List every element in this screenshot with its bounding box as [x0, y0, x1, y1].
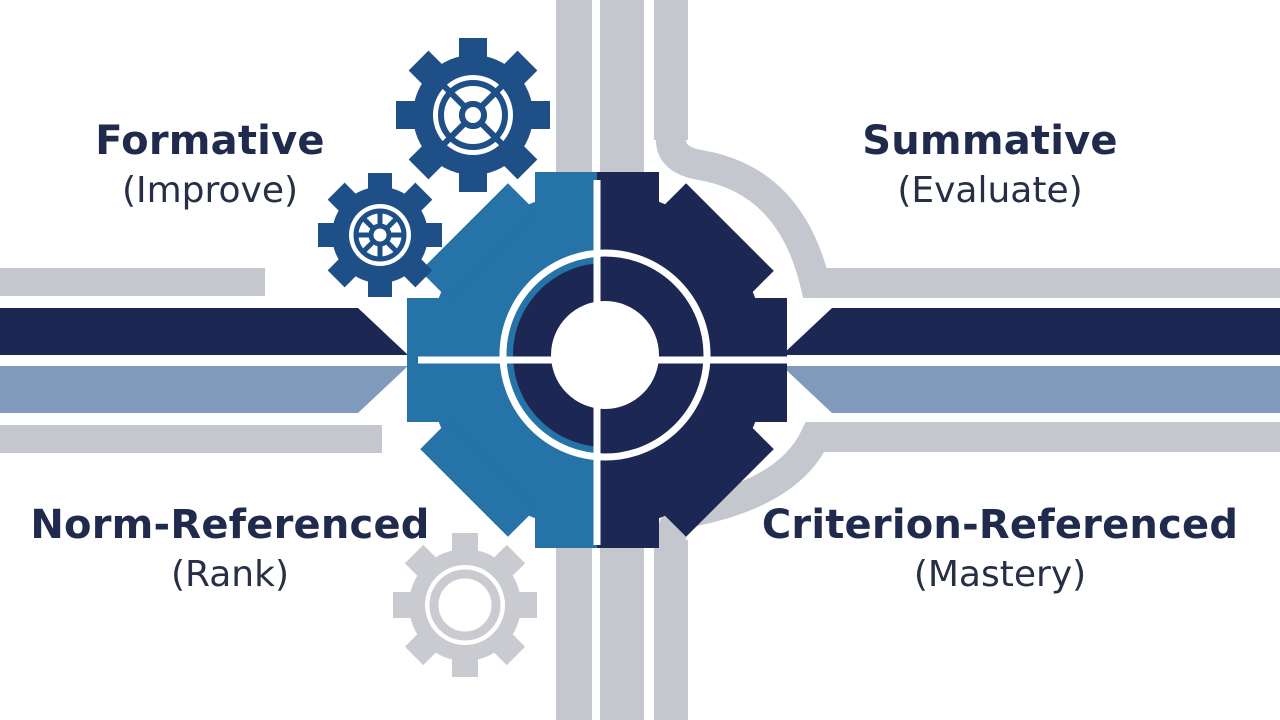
small-gear-icon	[318, 173, 442, 297]
rail-right-outer-bottom	[654, 540, 688, 720]
band-right-navy	[782, 308, 1280, 355]
quadrant-subtitle: (Rank)	[170, 554, 290, 595]
quadrant-formative: Formative (Improve)	[40, 118, 380, 211]
band-left-gray-bottom	[0, 425, 382, 453]
quadrant-title: Summative	[862, 118, 1118, 164]
small-gear-icon	[396, 38, 550, 192]
quadrant-subtitle: (Evaluate)	[897, 170, 1083, 211]
band-left-navy	[0, 308, 408, 355]
quadrant-subtitle: (Improve)	[121, 170, 299, 211]
band-right-steel	[782, 366, 1280, 413]
right-bands	[782, 308, 1280, 413]
rail-right-outer	[654, 0, 688, 140]
large-split-gear-icon	[407, 172, 790, 548]
gray-gear-icon	[393, 533, 537, 677]
quadrant-norm-referenced: Norm-Referenced (Rank)	[20, 502, 440, 595]
left-bands	[0, 268, 408, 453]
band-left-gray-top	[0, 268, 265, 296]
quadrant-title: Formative	[95, 118, 325, 164]
quadrant-title: Criterion-Referenced	[761, 502, 1239, 548]
band-left-steel	[0, 366, 408, 413]
quadrant-subtitle: (Mastery)	[913, 554, 1087, 595]
quadrant-criterion-referenced: Criterion-Referenced (Mastery)	[760, 502, 1240, 595]
quadrant-title: Norm-Referenced	[30, 502, 430, 548]
quadrant-summative: Summative (Evaluate)	[820, 118, 1160, 211]
